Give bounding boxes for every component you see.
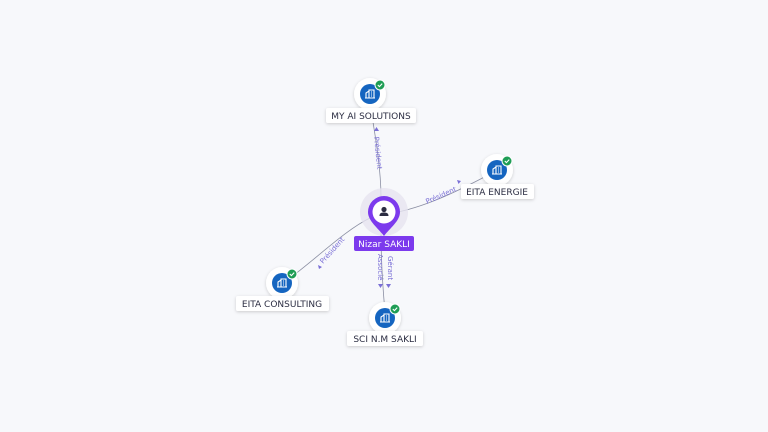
company-name: EITA CONSULTING — [242, 300, 322, 310]
arrow-eita-energie — [457, 180, 461, 184]
building-icon — [380, 313, 390, 323]
company-name: MY AI SOLUTIONS — [331, 112, 411, 122]
edge-label-eita-energie: Président — [425, 185, 458, 206]
company-node-eita-consulting[interactable] — [266, 267, 298, 299]
edge-label-sci-nm-sakli-associe: Associé — [376, 254, 384, 280]
company-node-circle — [360, 84, 380, 104]
arrow-eita-consulting — [318, 265, 322, 269]
building-icon — [365, 89, 375, 99]
building-icon — [492, 165, 502, 175]
company-name: EITA ENERGIE — [466, 188, 528, 198]
edge-label-sci-nm-sakli-gerant: Gérant — [386, 256, 394, 280]
person-icon — [379, 206, 389, 216]
arrow-my-ai-solutions — [374, 127, 379, 131]
edge-label-eita-consulting: Président — [319, 236, 347, 266]
verified-check-icon — [389, 303, 401, 315]
person-name: Nizar SAKLI — [358, 240, 410, 250]
verified-check-icon — [501, 155, 513, 167]
building-icon — [277, 278, 287, 288]
verified-check-icon — [286, 268, 298, 280]
company-node-my-ai-solutions[interactable] — [354, 78, 386, 110]
company-label-eita-energie[interactable]: EITA ENERGIE — [461, 184, 534, 199]
company-node-sci-nm-sakli[interactable] — [369, 302, 401, 334]
arrow-sci-nm-sakli-2 — [386, 284, 391, 288]
company-label-my-ai-solutions[interactable]: MY AI SOLUTIONS — [326, 108, 416, 123]
company-label-eita-consulting[interactable]: EITA CONSULTING — [236, 296, 329, 311]
company-node-eita-energie[interactable] — [481, 154, 513, 186]
company-label-sci-nm-sakli[interactable]: SCI N.M SAKLI — [347, 331, 423, 346]
edge-label-my-ai-solutions: Président — [372, 136, 383, 170]
arrow-sci-nm-sakli-1 — [378, 284, 383, 288]
person-node[interactable] — [360, 188, 408, 236]
company-name: SCI N.M SAKLI — [353, 335, 416, 345]
person-label[interactable]: Nizar SAKLI — [354, 236, 414, 251]
verified-check-icon — [374, 79, 386, 91]
